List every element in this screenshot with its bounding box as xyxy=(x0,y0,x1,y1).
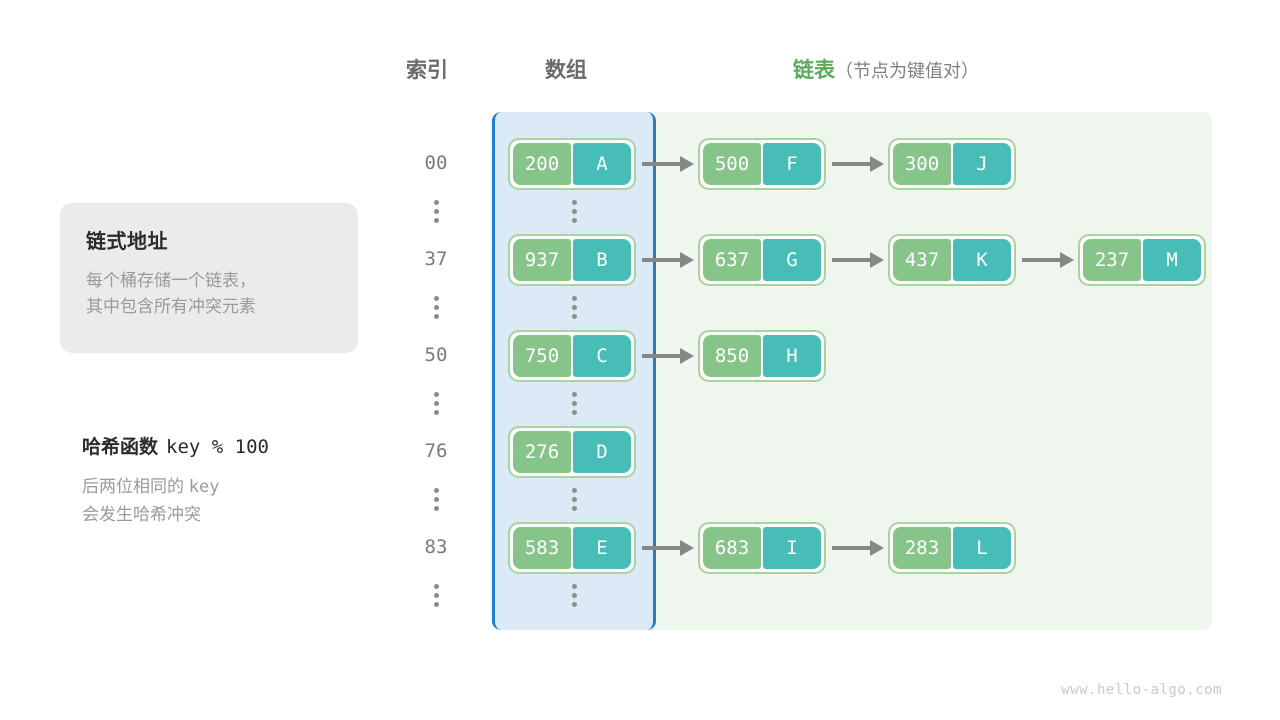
array-ellipsis xyxy=(570,296,578,319)
node-value: I xyxy=(763,527,821,569)
chain-arrow-icon xyxy=(636,234,698,286)
array-ellipsis xyxy=(570,200,578,223)
node-key: 300 xyxy=(893,143,951,185)
header-array: 数组 xyxy=(545,59,587,82)
array-ellipsis xyxy=(570,392,578,415)
node-value: G xyxy=(763,239,821,281)
header-index: 索引 xyxy=(406,59,448,82)
node-value: A xyxy=(573,143,631,185)
chain-arrow-icon xyxy=(1016,234,1078,286)
node-value: H xyxy=(763,335,821,377)
header-linked-list-sub: （节点为键值对） xyxy=(835,61,979,81)
node-key: 637 xyxy=(703,239,761,281)
hash-note-text-a: 后两位相同的 xyxy=(82,477,184,496)
node-value: E xyxy=(573,527,631,569)
hash-note-key-token: key xyxy=(188,477,220,497)
hash-function-title: 哈希函数 key % 100 xyxy=(82,432,382,459)
hash-note-line-2: 会发生哈希冲突 xyxy=(82,505,201,525)
node-value: C xyxy=(573,335,631,377)
node-key: 850 xyxy=(703,335,761,377)
index-ellipsis xyxy=(432,488,440,511)
node-value: K xyxy=(953,239,1011,281)
node-key: 276 xyxy=(513,431,571,473)
index-label: 83 xyxy=(424,536,448,558)
node-key: 200 xyxy=(513,143,571,185)
node-key: 583 xyxy=(513,527,571,569)
node-value: D xyxy=(573,431,631,473)
index-label: 50 xyxy=(424,344,448,366)
chaining-info-card: 链式地址 每个桶存储一个链表， 其中包含所有冲突元素 xyxy=(60,203,358,353)
node-key: 283 xyxy=(893,527,951,569)
info-card-line-1: 每个桶存储一个链表， xyxy=(86,271,256,290)
header-linked-list-main: 链表 xyxy=(793,59,835,82)
chain-arrow-icon xyxy=(826,138,888,190)
node-key: 237 xyxy=(1083,239,1141,281)
hash-note-line-1: 后两位相同的 key xyxy=(82,473,382,501)
node-value: M xyxy=(1143,239,1201,281)
node-key: 437 xyxy=(893,239,951,281)
index-ellipsis xyxy=(432,200,440,223)
index-label: 00 xyxy=(424,152,448,174)
hash-function-block: 哈希函数 key % 100 后两位相同的 key 会发生哈希冲突 xyxy=(82,432,382,528)
node-key: 683 xyxy=(703,527,761,569)
info-card-title: 链式地址 xyxy=(86,231,168,253)
header-linked-list: 链表（节点为键值对） xyxy=(793,54,979,84)
node-key: 750 xyxy=(513,335,571,377)
node-value: B xyxy=(573,239,631,281)
hash-function-label: 哈希函数 xyxy=(82,437,159,458)
chain-arrow-icon xyxy=(826,234,888,286)
node-value: J xyxy=(953,143,1011,185)
index-label: 76 xyxy=(424,440,448,462)
watermark: www.hello-algo.com xyxy=(1061,682,1222,698)
node-key: 937 xyxy=(513,239,571,281)
chain-arrow-icon xyxy=(636,330,698,382)
array-ellipsis xyxy=(570,488,578,511)
index-ellipsis xyxy=(432,584,440,607)
index-label: 37 xyxy=(424,248,448,270)
node-value: F xyxy=(763,143,821,185)
chain-arrow-icon xyxy=(636,138,698,190)
chain-arrow-icon xyxy=(636,522,698,574)
node-value: L xyxy=(953,527,1011,569)
chain-arrow-icon xyxy=(826,522,888,574)
node-key: 500 xyxy=(703,143,761,185)
array-ellipsis xyxy=(570,584,578,607)
index-ellipsis xyxy=(432,392,440,415)
info-card-line-2: 其中包含所有冲突元素 xyxy=(86,297,256,317)
index-ellipsis xyxy=(432,296,440,319)
hash-function-formula: key % 100 xyxy=(166,436,269,458)
